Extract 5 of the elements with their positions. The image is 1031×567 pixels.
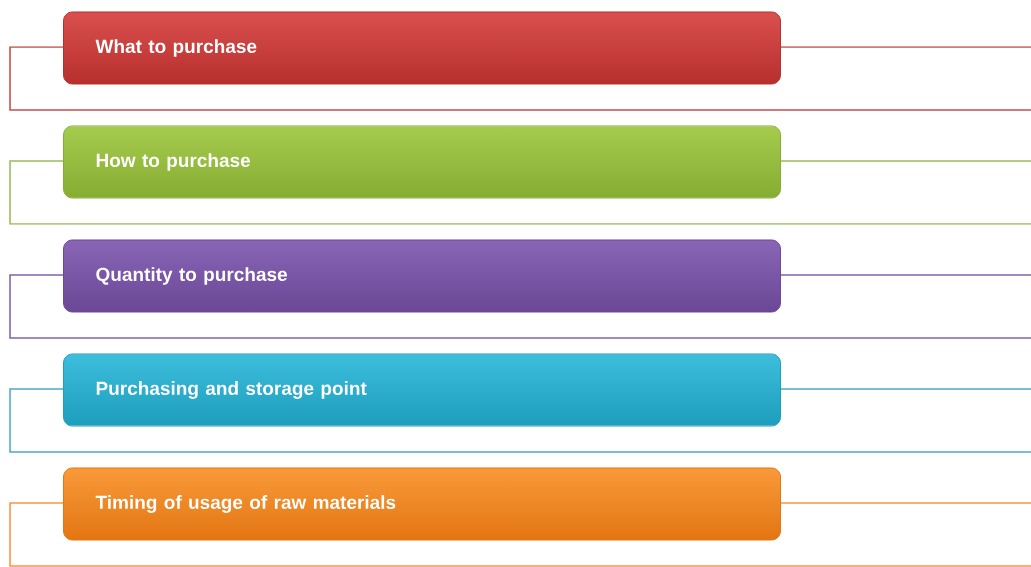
label-bar: Purchasing and storage point <box>63 353 781 427</box>
label-bar: Timing of usage of raw materials <box>63 467 781 541</box>
label-bar: How to purchase <box>63 125 781 199</box>
label-bar: Quantity to purchase <box>63 239 781 313</box>
label-bar: What to purchase <box>63 11 781 85</box>
